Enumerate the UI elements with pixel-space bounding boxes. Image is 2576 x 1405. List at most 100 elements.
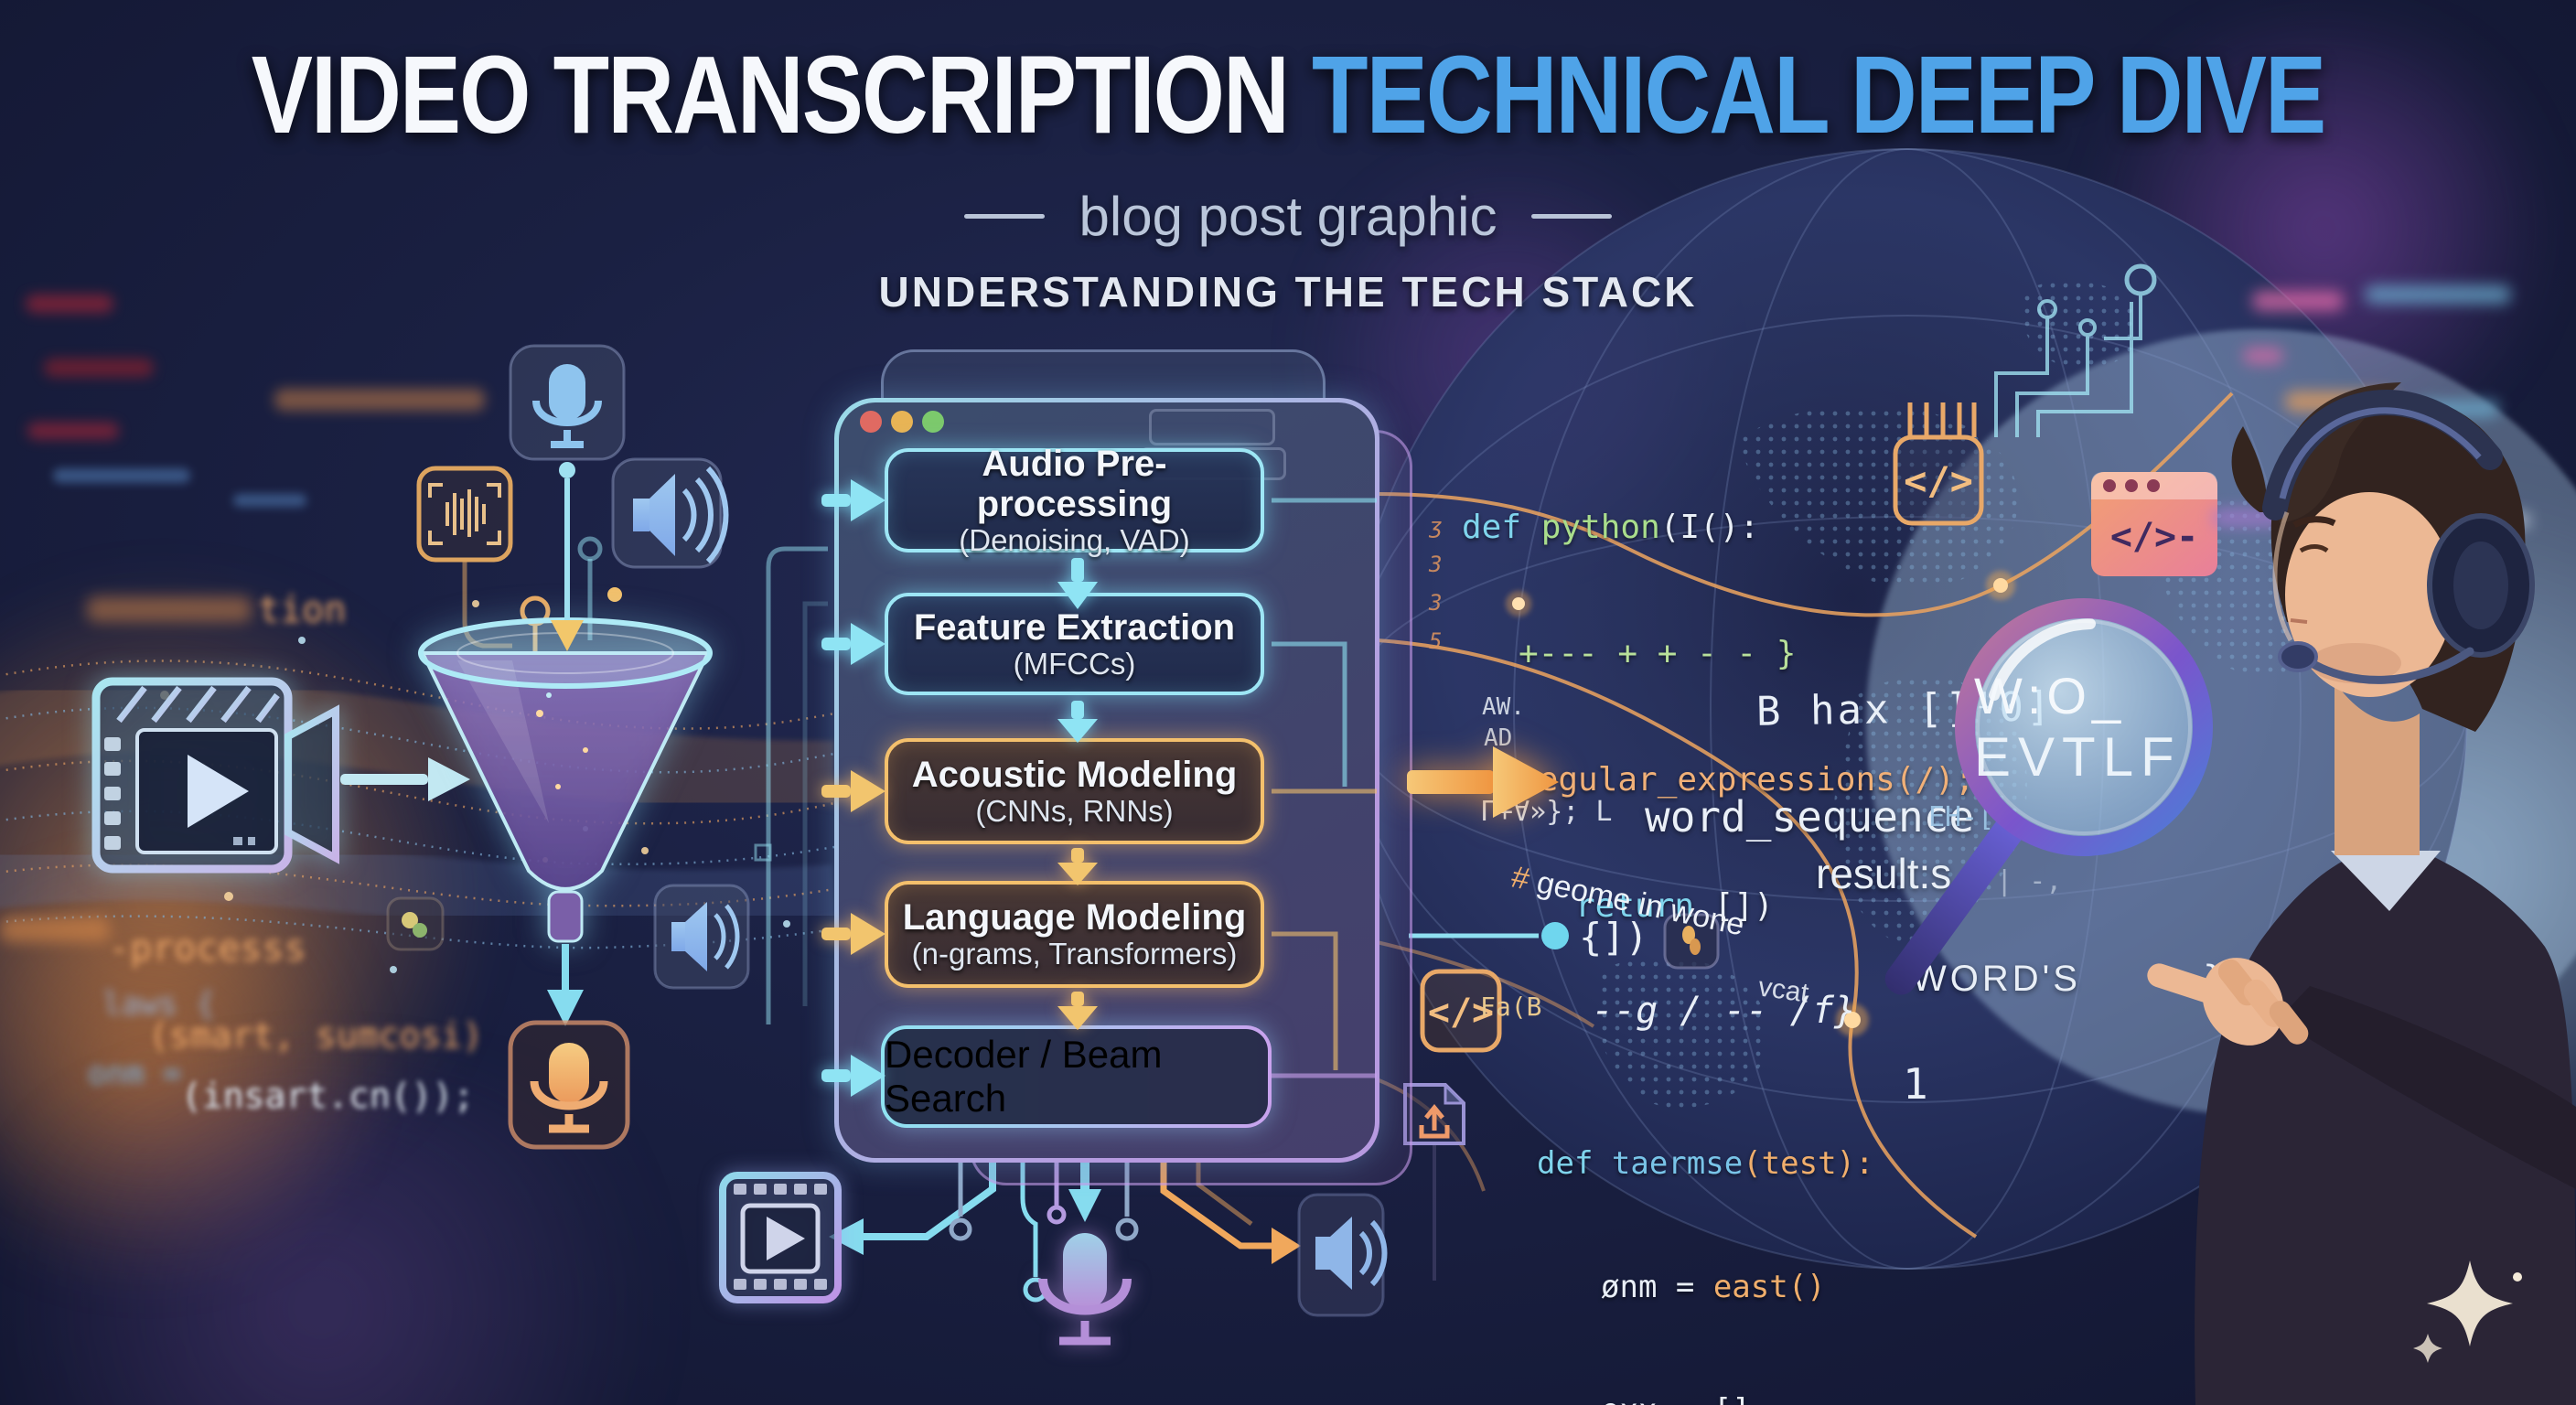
- person-forearm: [2278, 986, 2576, 1189]
- code-line: regular_expressions(/);: [1519, 761, 1975, 799]
- person-suit: [2195, 851, 2576, 1405]
- mini-window-outline: [1149, 409, 1275, 445]
- blur-code-orange: [87, 596, 252, 622]
- upload-icon: [1403, 1083, 1465, 1281]
- blur-code-red: [26, 295, 113, 313]
- waveform-icon: [428, 483, 501, 545]
- speaker-icon: [633, 466, 729, 564]
- person-hand: [2147, 958, 2309, 1046]
- circuit-funnel-accents: [462, 560, 622, 651]
- tagline: UNDERSTANDING THE TECH STACK: [878, 268, 1698, 316]
- blur-code-cyan: [2365, 285, 2511, 304]
- step-audio-preprocessing: Audio Pre-processing (Denoising, VAD): [885, 444, 1264, 557]
- code-line: +--- + + - - }: [1519, 635, 1797, 672]
- waveform-badge: [416, 466, 513, 563]
- left-code-line: -processs: [108, 928, 306, 970]
- globe-code-block: def python(I(): +--- + + - - } regular_e…: [1462, 423, 1975, 1012]
- step-label: Feature Extraction: [913, 606, 1236, 648]
- person-rim-light: [2272, 511, 2293, 642]
- scatter-braces: {]): [1579, 915, 1648, 960]
- sparkle-icon: [2413, 1260, 2522, 1363]
- glow-nodes-orange: [1506, 571, 2015, 1036]
- code-line: return []): [1575, 887, 1774, 925]
- speaker-badge-top: [611, 457, 729, 569]
- magnifier-handle: [1884, 816, 2023, 995]
- magnifier-line1: W:O_: [1974, 667, 2127, 724]
- left-code-line: onm =: [88, 1056, 182, 1092]
- panel-connector-stubs: [1272, 498, 1377, 1078]
- scatter-one: 1: [1903, 1059, 1928, 1109]
- step-acoustic-modeling: Acoustic Modeling (CNNs, RNNs): [885, 738, 1264, 844]
- person-face: [2285, 492, 2453, 697]
- subtitle-row: blog post graphic: [0, 185, 2576, 248]
- microphone-badge-top: [509, 344, 626, 651]
- video-film-icon-bottom: [719, 1172, 842, 1303]
- video-film-icon: [91, 677, 339, 874]
- step-feature-extraction: Feature Extraction (MFCCs): [885, 593, 1264, 695]
- title-blue-part: TECHNICAL DEEP DIVE: [1312, 33, 2326, 157]
- arrow-video-to-funnel: [340, 757, 470, 801]
- svg-text:</>-: </>-: [2110, 516, 2198, 558]
- subtitle: blog post graphic: [1079, 186, 1497, 247]
- person-collar: [2331, 851, 2441, 911]
- step-label: Audio Pre-processing: [976, 443, 1173, 524]
- circuit-left-of-panel: [577, 536, 828, 1024]
- code-window-icon: </>-: [2091, 472, 2217, 576]
- scatter-word-sequence: word_sequence: [1645, 792, 1975, 842]
- person-hair-spike: [2231, 426, 2268, 512]
- scatter-slashes: --g / -- /f}: [1592, 990, 1856, 1032]
- left-code-line: laws {: [102, 986, 215, 1023]
- blur-code-red: [44, 359, 154, 377]
- blur-code-pink: [2252, 291, 2344, 311]
- subtitle-dash-left: [963, 214, 1045, 219]
- step-flow-arrows: [1057, 558, 1098, 1030]
- code-chip-icon: </>: [1893, 402, 1984, 526]
- traffic-light-yellow: [891, 411, 913, 433]
- speaker-badge-bottom: [1297, 1193, 1388, 1317]
- mic-boom-icon: [2302, 647, 2474, 684]
- blur-code-orange: [274, 389, 485, 411]
- play-icon: [188, 755, 249, 828]
- blur-code-blue: [53, 468, 190, 483]
- person-eye: [2299, 544, 2329, 553]
- circuit-traces-globe: [1994, 263, 2157, 437]
- code-line: ønm = east(): [1601, 1269, 1826, 1305]
- camera-icon: [284, 704, 339, 864]
- arrow-funnel-down: [547, 944, 584, 1026]
- blur-code-blue: [233, 494, 306, 507]
- scatter-results: result:s: [1816, 850, 1952, 897]
- person-neck: [2334, 681, 2420, 855]
- mini-dot-badge: [386, 896, 445, 951]
- blur-code-tion: tion: [258, 589, 347, 631]
- code-line: def python(I():: [1462, 509, 1760, 546]
- output-arrow-big: [1407, 746, 1559, 818]
- person-mouth: [2290, 618, 2308, 624]
- person-eyebrow: [2292, 516, 2336, 529]
- person-with-headset: [2195, 382, 2576, 1405]
- magnifier-glass: [1965, 608, 2203, 846]
- bottom-code-block: def taermse(test): ønm = east() exx = []…: [1537, 1061, 2377, 1405]
- code-line: def taermse(test):: [1537, 1145, 1874, 1182]
- scatter-fab: Fa(B: [1480, 992, 1542, 1022]
- code-line: exx = []: [1601, 1390, 2377, 1405]
- step-entry-arrows: [821, 479, 886, 1097]
- svg-text:</>: </>: [1428, 992, 1494, 1034]
- step-label: Decoder / Beam Search: [885, 1033, 1163, 1120]
- headphone-band-highlight: [2279, 407, 2482, 499]
- scatter-words: WORD'S: [1912, 959, 2081, 999]
- step-sublabel: (MFCCs): [1013, 646, 1136, 681]
- cyan-connector-line: [1409, 922, 1569, 949]
- microphone-icon-bottom: [1038, 1233, 1132, 1346]
- step-sublabel: (CNNs, RNNs): [975, 793, 1174, 828]
- step-language-modeling: Language Modeling (n-grams, Transformers…: [885, 881, 1264, 988]
- blur-code-pink: [2243, 348, 2283, 364]
- boom-mic-tip: [2278, 641, 2318, 672]
- microphone-icon: [530, 1043, 608, 1133]
- magnifier-icon: [1884, 598, 2213, 995]
- subtitle-dash-right: [1531, 214, 1613, 219]
- mini-audio-badge: [1663, 913, 1720, 970]
- blur-code-orange: [0, 917, 110, 942]
